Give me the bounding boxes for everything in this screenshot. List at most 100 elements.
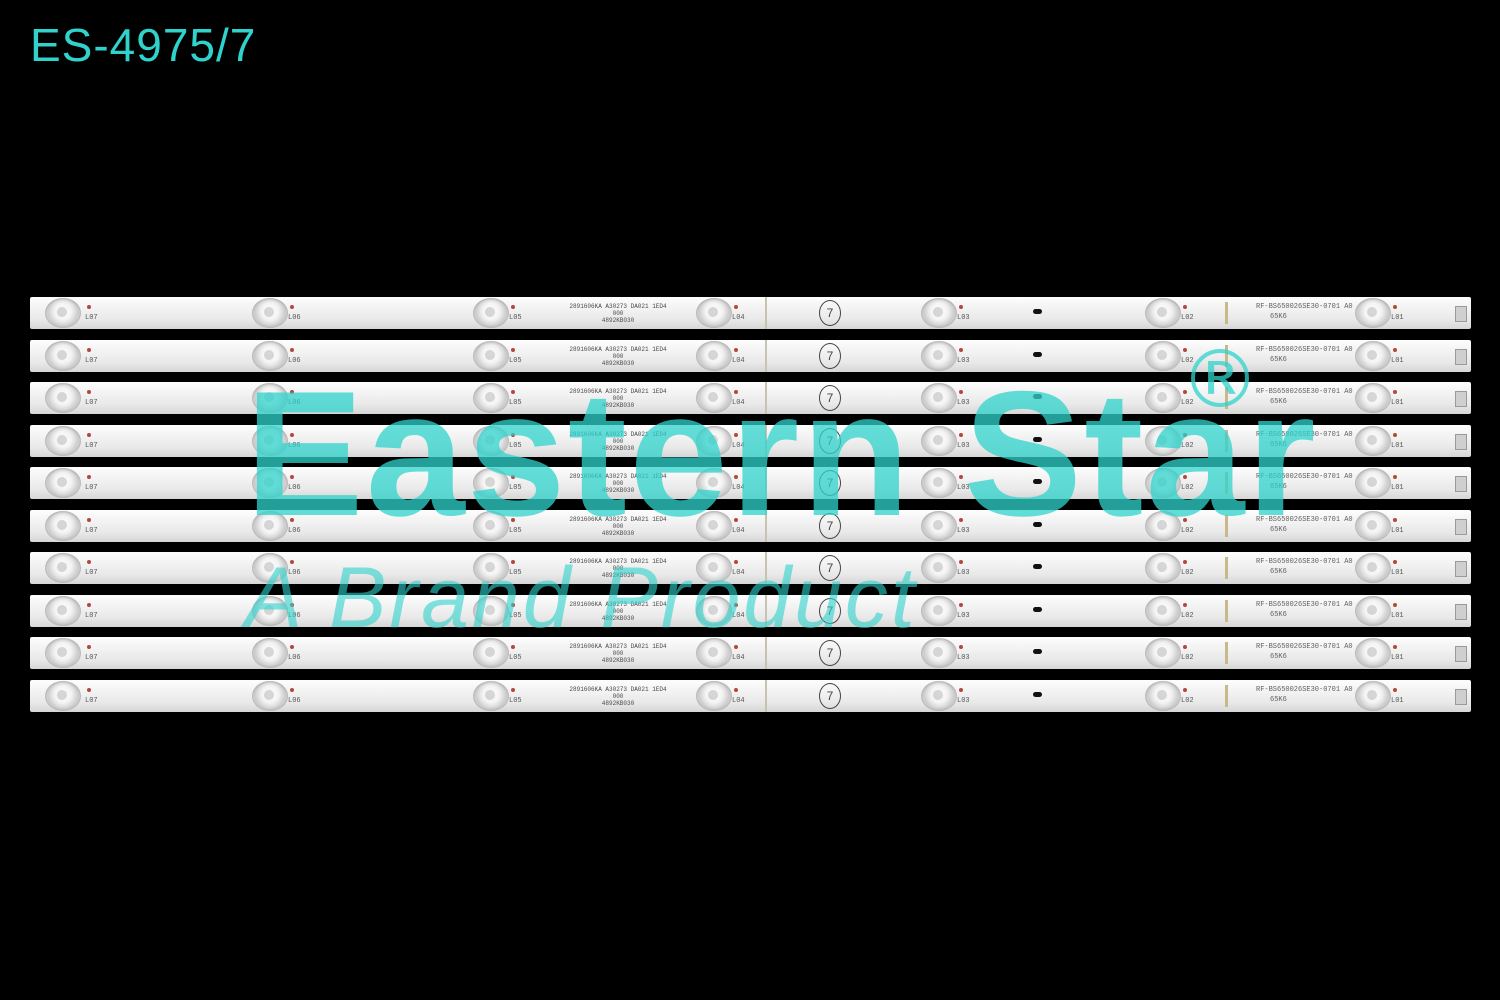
pcb-code-line: 2891606KA A30273 DA021 1ED4 000 [569,515,667,530]
pcb-code-line: 2891606KA A30273 DA021 1ED4 000 [569,345,667,360]
connector [1455,603,1467,620]
solder-dot [734,560,738,564]
part-number-sub: 65K6 [1270,610,1287,619]
circle-mark: 7 [819,555,841,581]
pcb-code-line: 4892KB030 [601,614,635,622]
circle-mark: 7 [819,342,841,369]
connector [1455,306,1467,322]
led-lens [1145,383,1181,413]
led-lens [473,383,509,413]
solder-dot [1183,347,1187,352]
solder-dot [87,602,91,607]
part-number-sub: 65K6 [1270,313,1287,321]
led-label: L03 [957,526,970,535]
solder-dot [734,517,738,522]
connector [1455,646,1467,662]
solder-dot [511,305,515,309]
solder-dot [511,560,515,564]
solder-dot [511,475,515,479]
circle-mark: 7 [819,597,841,624]
led-lens [1145,680,1181,711]
pcb-seam [765,594,767,627]
connector [1455,476,1467,492]
led-label: L02 [1181,569,1194,577]
solder-dot [290,475,294,479]
led-label: L04 [732,441,745,450]
circle-mark: 7 [819,300,841,326]
led-lens [1355,510,1391,541]
part-number-line: RF-BS650026SE30-0701 A0 [1256,515,1353,524]
solder-dot [1393,432,1397,437]
led-lens [921,638,957,668]
led-lens [252,298,288,328]
watermark-tagline: A Brand Product [245,550,918,646]
led-label: L07 [85,484,98,492]
pcb-code-line: 2891606KA A30273 DA021 1ED4 000 [569,430,667,445]
pcb-seam [1225,557,1228,579]
mounting-slot [1033,394,1042,399]
part-number-sub: 65K6 [1270,568,1287,576]
led-label: L04 [732,399,745,407]
part-number: RF-BS650026SE30-0701 A0 65K6 [1256,557,1353,577]
led-label: L07 [85,696,98,705]
led-label: L06 [288,526,301,535]
led-label: L02 [1181,611,1194,620]
part-number-sub: 65K6 [1270,440,1287,449]
led-label: L06 [288,441,301,450]
part-number-line: RF-BS650026SE30-0701 A0 [1256,643,1353,651]
led-lens [1145,468,1181,498]
led-label: L04 [732,356,745,365]
circle-mark: 7 [819,470,841,496]
connector [1455,561,1467,577]
pcb-seam [1225,302,1228,324]
solder-dot [87,390,91,394]
solder-dot [1393,517,1397,522]
led-label: L06 [288,484,301,492]
solder-dot [511,645,515,649]
solder-dot [511,602,515,607]
led-lens [252,638,288,668]
led-lens [252,340,288,371]
solder-dot [290,347,294,352]
led-lens [252,595,288,626]
led-label: L06 [288,611,301,620]
solder-dot [959,602,963,607]
led-label: L01 [1391,654,1404,662]
led-lens [252,680,288,711]
solder-dot [959,347,963,352]
led-lens [921,468,957,498]
mounting-slot [1033,309,1042,314]
solder-dot [290,602,294,607]
solder-dot [1183,560,1187,564]
solder-dot [1393,645,1397,649]
part-number-line: RF-BS650026SE30-0701 A0 [1256,685,1353,694]
solder-dot [87,645,91,649]
pcb-code-line: 2891606KA A30273 DA021 1ED4 000 [569,473,667,487]
solder-dot [734,475,738,479]
solder-dot [290,432,294,437]
solder-dot [959,432,963,437]
led-lens [1145,638,1181,668]
led-label: L01 [1391,696,1404,705]
led-label: L05 [509,569,522,577]
led-label: L04 [732,484,745,492]
part-number-line: RF-BS650026SE30-0701 A0 [1256,558,1353,566]
led-label: L03 [957,569,970,577]
led-lens [252,383,288,413]
circle-mark: 7 [819,682,841,709]
led-label: L02 [1181,356,1194,365]
solder-dot [1183,305,1187,309]
part-number-sub: 65K6 [1270,695,1287,704]
pcb-code-line: 4892KB030 [601,487,635,494]
led-lens [696,340,732,371]
